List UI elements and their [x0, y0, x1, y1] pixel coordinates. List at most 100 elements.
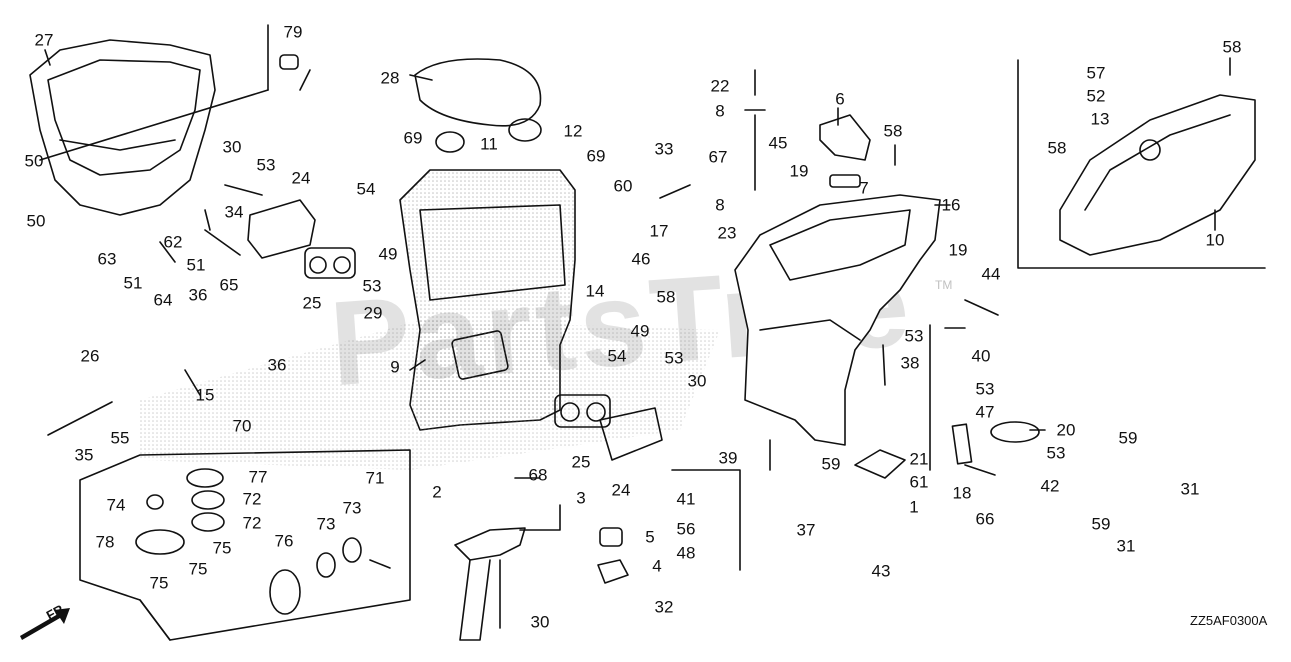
callout-58[interactable]: 58	[1047, 138, 1067, 158]
callout-63[interactable]: 63	[97, 249, 117, 269]
callout-6[interactable]: 6	[835, 89, 845, 109]
callout-35[interactable]: 35	[74, 445, 94, 465]
callout-54[interactable]: 54	[607, 346, 627, 366]
callout-19[interactable]: 19	[789, 161, 809, 181]
callout-73[interactable]: 73	[316, 514, 336, 534]
callout-69[interactable]: 69	[586, 146, 606, 166]
callout-34[interactable]: 34	[224, 202, 244, 222]
callout-61[interactable]: 61	[909, 472, 929, 492]
callout-65[interactable]: 65	[219, 275, 239, 295]
callout-4[interactable]: 4	[652, 556, 662, 576]
callout-5[interactable]: 5	[645, 527, 655, 547]
callout-17[interactable]: 17	[649, 221, 669, 241]
callout-31[interactable]: 31	[1180, 479, 1200, 499]
callout-69[interactable]: 69	[403, 128, 423, 148]
callout-30[interactable]: 30	[222, 137, 242, 157]
callout-24[interactable]: 24	[291, 168, 311, 188]
callout-52[interactable]: 52	[1086, 86, 1106, 106]
callout-76[interactable]: 76	[274, 531, 294, 551]
callout-22[interactable]: 22	[710, 76, 730, 96]
callout-55[interactable]: 55	[110, 428, 130, 448]
callout-41[interactable]: 41	[676, 489, 696, 509]
callout-53[interactable]: 53	[1046, 443, 1066, 463]
callout-47[interactable]: 47	[975, 402, 995, 422]
callout-36[interactable]: 36	[267, 355, 287, 375]
callout-27[interactable]: 27	[34, 30, 54, 50]
callout-73[interactable]: 73	[342, 498, 362, 518]
callout-72[interactable]: 72	[242, 489, 262, 509]
callout-75[interactable]: 75	[188, 559, 208, 579]
callout-45[interactable]: 45	[768, 133, 788, 153]
callout-53[interactable]: 53	[904, 326, 924, 346]
callout-58[interactable]: 58	[656, 287, 676, 307]
callout-2[interactable]: 2	[432, 482, 442, 502]
callout-51[interactable]: 51	[186, 255, 206, 275]
callout-13[interactable]: 13	[1090, 109, 1110, 129]
callout-70[interactable]: 70	[232, 416, 252, 436]
callout-11[interactable]: 11	[480, 134, 498, 154]
callout-59[interactable]: 59	[1091, 514, 1111, 534]
callout-59[interactable]: 59	[821, 454, 841, 474]
callout-40[interactable]: 40	[971, 346, 991, 366]
callout-77[interactable]: 77	[248, 467, 268, 487]
callout-50[interactable]: 50	[26, 211, 46, 231]
callout-9[interactable]: 9	[390, 357, 400, 377]
callout-58[interactable]: 58	[883, 121, 903, 141]
callout-26[interactable]: 26	[80, 346, 100, 366]
callout-32[interactable]: 32	[654, 597, 674, 617]
callout-39[interactable]: 39	[718, 448, 738, 468]
callout-19[interactable]: 19	[948, 240, 968, 260]
callout-25[interactable]: 25	[302, 293, 322, 313]
callout-3[interactable]: 3	[576, 488, 586, 508]
callout-21[interactable]: 21	[909, 449, 929, 469]
callout-29[interactable]: 29	[363, 303, 383, 323]
callout-15[interactable]: 15	[195, 385, 215, 405]
callout-18[interactable]: 18	[952, 483, 972, 503]
callout-16[interactable]: 16	[941, 195, 961, 215]
callout-12[interactable]: 12	[563, 121, 583, 141]
callout-44[interactable]: 44	[981, 264, 1001, 284]
callout-68[interactable]: 68	[528, 465, 548, 485]
callout-57[interactable]: 57	[1086, 63, 1106, 83]
callout-56[interactable]: 56	[676, 519, 696, 539]
callout-64[interactable]: 64	[153, 290, 173, 310]
callout-79[interactable]: 79	[283, 22, 303, 42]
callout-78[interactable]: 78	[95, 532, 115, 552]
callout-43[interactable]: 43	[871, 561, 891, 581]
callout-53[interactable]: 53	[975, 379, 995, 399]
callout-36[interactable]: 36	[188, 285, 208, 305]
callout-58[interactable]: 58	[1222, 37, 1242, 57]
callout-67[interactable]: 67	[708, 147, 728, 167]
callout-46[interactable]: 46	[631, 249, 651, 269]
callout-49[interactable]: 49	[630, 321, 650, 341]
callout-75[interactable]: 75	[149, 573, 169, 593]
callout-24[interactable]: 24	[611, 480, 631, 500]
callout-75[interactable]: 75	[212, 538, 232, 558]
callout-1[interactable]: 1	[909, 497, 919, 517]
callout-49[interactable]: 49	[378, 244, 398, 264]
callout-30[interactable]: 30	[687, 371, 707, 391]
callout-8[interactable]: 8	[715, 101, 725, 121]
callout-20[interactable]: 20	[1056, 420, 1076, 440]
callout-59[interactable]: 59	[1118, 428, 1138, 448]
callout-62[interactable]: 62	[163, 232, 183, 252]
callout-53[interactable]: 53	[256, 155, 276, 175]
callout-23[interactable]: 23	[717, 223, 737, 243]
callout-66[interactable]: 66	[975, 509, 995, 529]
callout-53[interactable]: 53	[664, 348, 684, 368]
callout-14[interactable]: 14	[585, 281, 605, 301]
callout-48[interactable]: 48	[676, 543, 696, 563]
callout-71[interactable]: 71	[365, 468, 385, 488]
callout-37[interactable]: 37	[796, 520, 816, 540]
callout-25[interactable]: 25	[571, 452, 591, 472]
callout-38[interactable]: 38	[900, 353, 920, 373]
callout-28[interactable]: 28	[380, 68, 400, 88]
callout-74[interactable]: 74	[106, 495, 126, 515]
callout-54[interactable]: 54	[356, 179, 376, 199]
callout-30[interactable]: 30	[530, 612, 550, 632]
callout-72[interactable]: 72	[242, 513, 262, 533]
callout-10[interactable]: 10	[1205, 230, 1225, 250]
callout-42[interactable]: 42	[1040, 476, 1060, 496]
callout-50[interactable]: 50	[24, 151, 44, 171]
callout-8[interactable]: 8	[715, 195, 725, 215]
